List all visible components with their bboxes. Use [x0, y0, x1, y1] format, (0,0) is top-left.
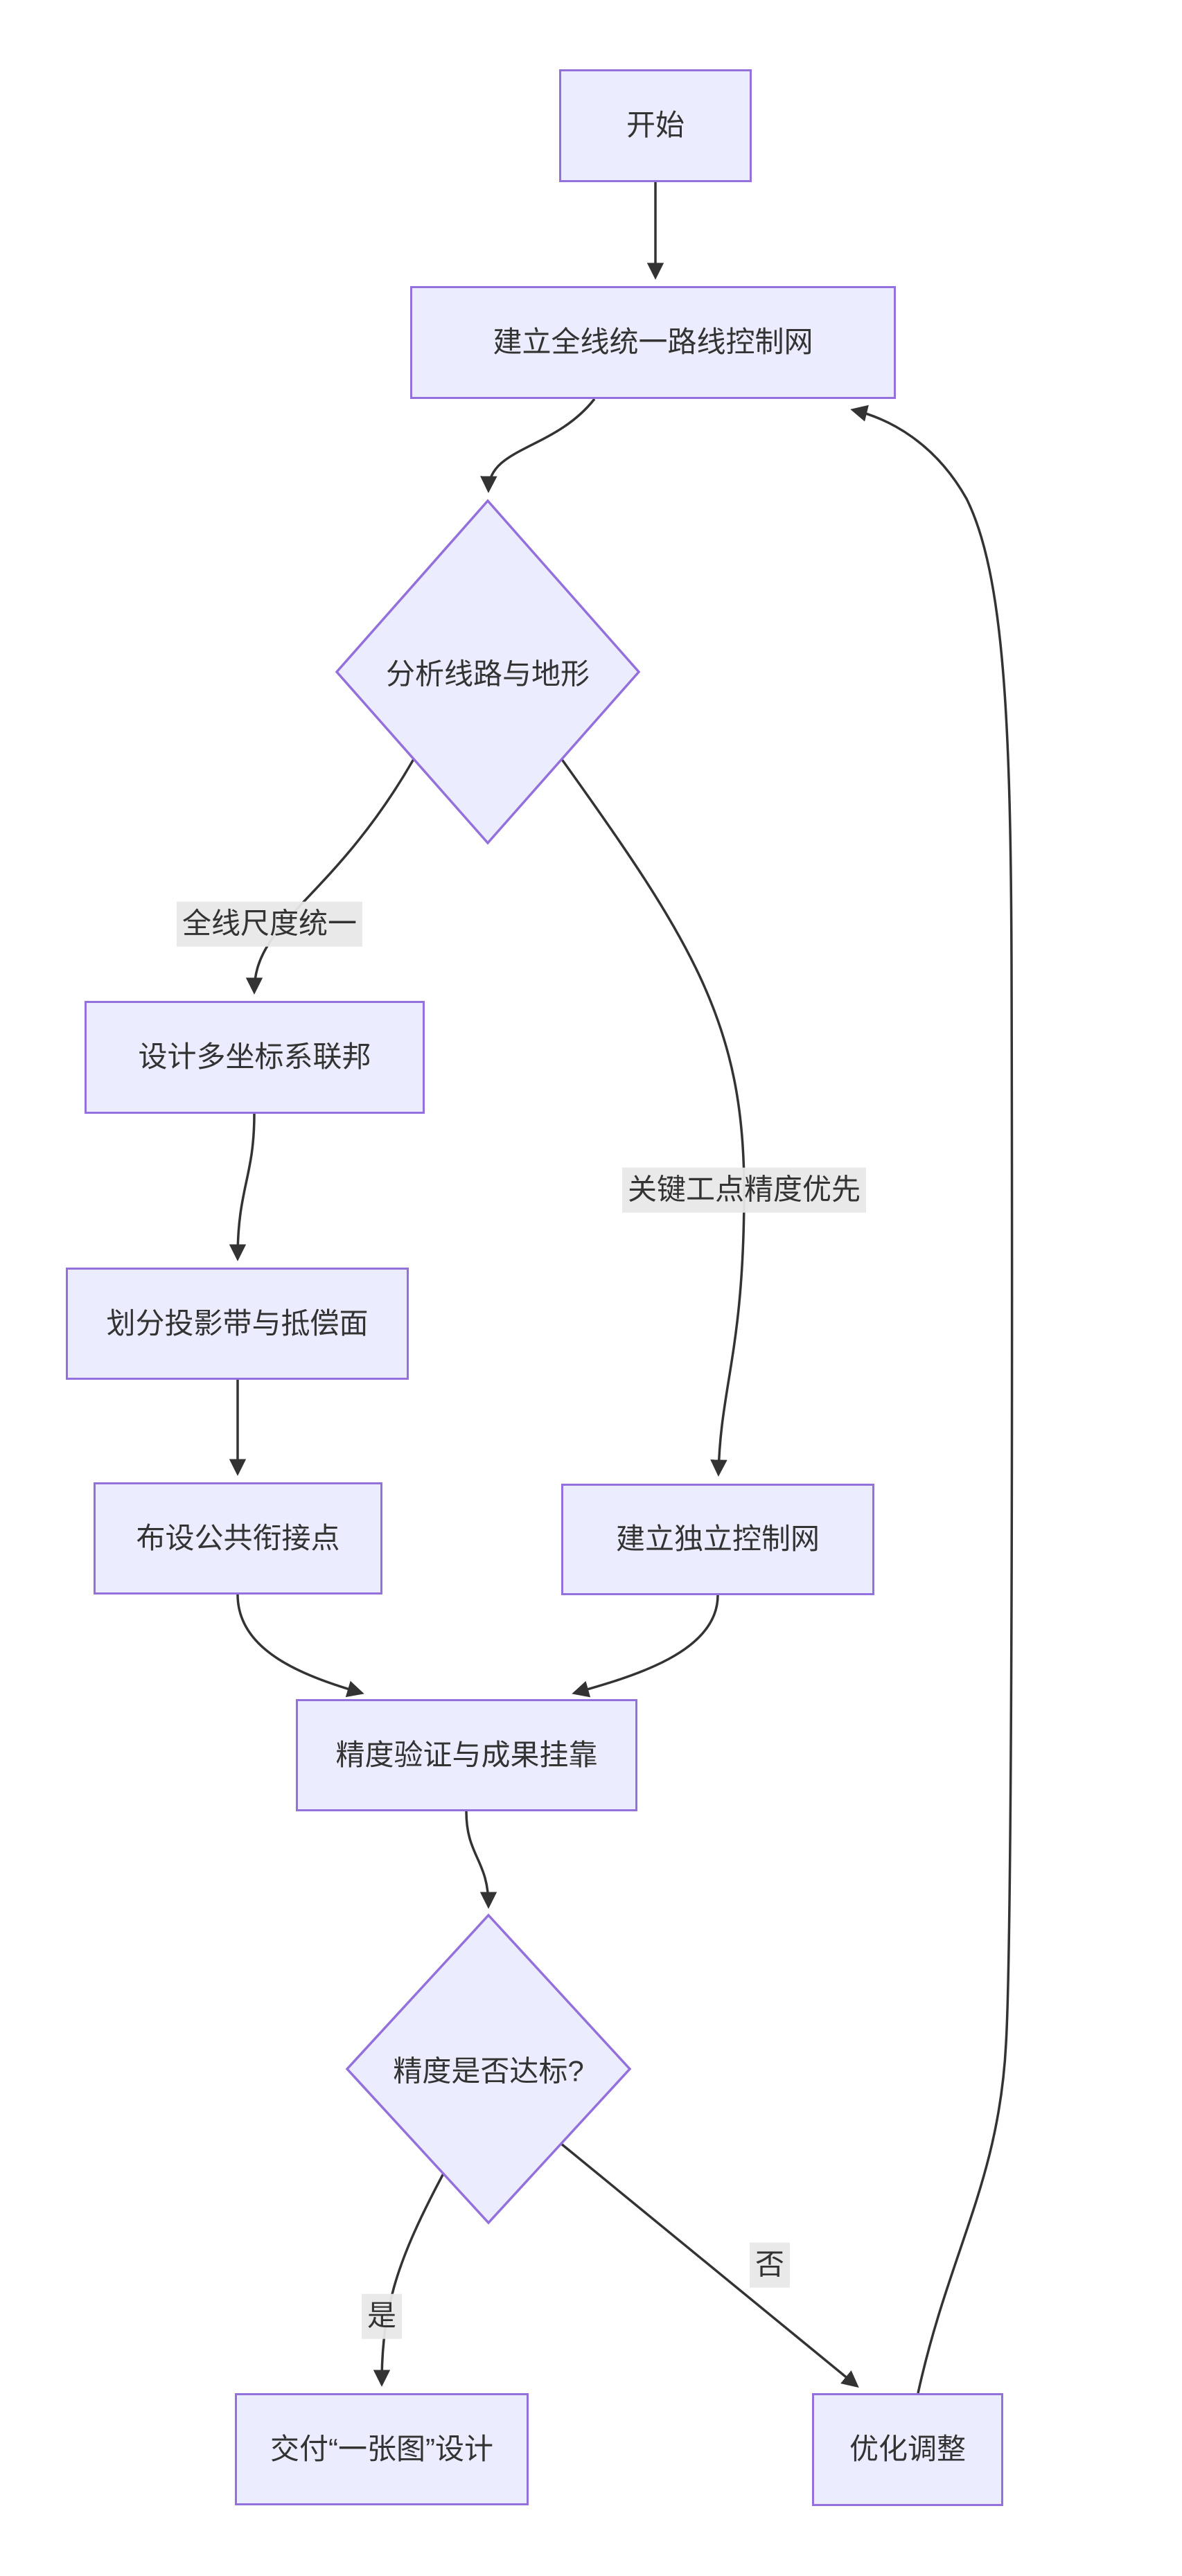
- analyze-diamond-shape: [335, 499, 641, 845]
- edge-label-yes: 是: [361, 2293, 403, 2339]
- node-independent: 建立独立控制网: [561, 1484, 874, 1595]
- edge-analyze-to-federation: [245, 758, 415, 995]
- node-verify-label: 精度验证与成果挂靠: [335, 1738, 598, 1771]
- edge-junction-to-verify: [236, 1594, 364, 1698]
- node-deliver: 交付“一张图”设计: [235, 2393, 529, 2505]
- node-deliver-label: 交付“一张图”设计: [270, 2432, 493, 2465]
- edge-label-precision-priority: 关键工点精度优先: [621, 1167, 867, 1213]
- node-analyze-label: 分析线路与地形: [385, 657, 590, 691]
- edge-independent-to-verify: [572, 1595, 719, 1698]
- node-junction: 布设公共衔接点: [94, 1482, 382, 1595]
- node-optimize-label: 优化调整: [849, 2433, 966, 2466]
- node-verify: 精度验证与成果挂靠: [296, 1699, 637, 1811]
- check-diamond-shape: [345, 1913, 632, 2225]
- node-federation: 设计多坐标系联邦: [85, 1001, 425, 1114]
- node-build-network: 建立全线统一路线控制网: [410, 286, 896, 399]
- node-build-network-label: 建立全线统一路线控制网: [493, 326, 813, 359]
- node-projection-label: 划分投影带与抵偿面: [106, 1306, 369, 1340]
- node-start-label: 开始: [626, 109, 685, 142]
- edge-build-to-analyze: [480, 398, 596, 493]
- edge-label-scale-unified: 全线尺度统一: [176, 901, 363, 947]
- node-start: 开始: [559, 69, 752, 182]
- edge-verify-to-check: [465, 1811, 497, 1909]
- node-check-label: 精度是否达标?: [393, 2054, 584, 2088]
- node-junction-label: 布设公共衔接点: [136, 1521, 340, 1554]
- node-federation-label: 设计多坐标系联邦: [138, 1040, 371, 1074]
- node-independent-label: 建立独立控制网: [615, 1522, 820, 1556]
- edge-label-no: 否: [749, 2242, 791, 2288]
- edge-federation-to-projection: [229, 1113, 256, 1261]
- edge-check-to-optimize: [560, 2142, 859, 2388]
- node-optimize: 优化调整: [812, 2393, 1003, 2506]
- edge-check-to-deliver: [373, 2173, 445, 2387]
- edge-optimize-to-build: [850, 405, 1014, 2394]
- node-projection: 划分投影带与抵偿面: [66, 1268, 409, 1380]
- edge-analyze-to-independent: [560, 757, 746, 1477]
